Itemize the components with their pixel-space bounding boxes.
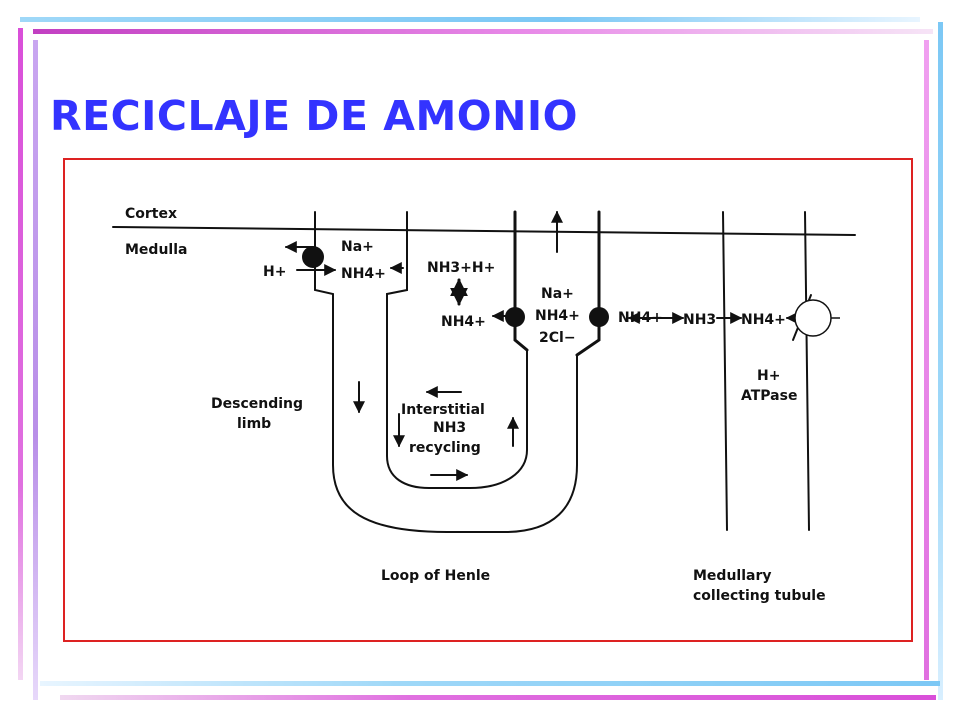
label-nh4-cd: NH4+: [741, 312, 786, 328]
label-h-atpase-2: ATPase: [741, 388, 797, 404]
label-2cl-tal: 2Cl−: [539, 330, 576, 346]
collecting-tubule-left-wall: [722, 211, 728, 531]
right-bar-pink: [924, 40, 929, 680]
label-nh3-interstitial: NH3: [683, 312, 716, 328]
label-na-plus-tal: Na+: [541, 286, 574, 302]
label-h-plus-left: H+: [263, 264, 286, 280]
na-h-exchanger: [302, 246, 324, 268]
ascending-limb-left-wall: [513, 210, 529, 352]
cortex-medulla-line: [112, 226, 856, 236]
left-bar-lilac: [33, 40, 38, 700]
label-collecting-1: Medullary: [693, 568, 772, 584]
label-cortex: Cortex: [125, 206, 177, 222]
ascending-limb-right-wall: [575, 210, 601, 357]
label-interstitial-3: recycling: [409, 440, 481, 456]
descending-limb-inner-wall: [386, 211, 528, 489]
figure-frame: Cortex Medulla Na+ H+ NH4+ NH3+H+ NH4+ N…: [63, 158, 913, 642]
h-atpase-pump: [794, 299, 832, 337]
label-collecting-2: collecting tubule: [693, 588, 826, 604]
label-interstitial-2: NH3: [433, 420, 466, 436]
top-bar-blue: [20, 17, 920, 22]
ammonium-recycling-diagram: Cortex Medulla Na+ H+ NH4+ NH3+H+ NH4+ N…: [112, 206, 856, 604]
label-medulla: Medulla: [125, 242, 187, 258]
label-nh4-mid: NH4+: [441, 314, 486, 330]
descending-limb-outer-wall: [314, 211, 578, 533]
label-nh4-top: NH4+: [341, 266, 386, 282]
label-nh3-h: NH3+H+: [427, 260, 495, 276]
label-nh4-tal: NH4+: [535, 308, 580, 324]
label-interstitial-1: Interstitial: [401, 402, 485, 418]
nkcc2-right: [589, 307, 609, 327]
label-descending-1: Descending: [211, 396, 303, 412]
nkcc2-left: [505, 307, 525, 327]
label-h-atpase-1: H+: [757, 368, 780, 384]
label-nh4-exit: NH4+: [618, 310, 663, 326]
slide-title: RECICLAJE DE AMONIO: [50, 92, 579, 140]
bottom-bar-magenta: [60, 695, 936, 700]
top-bar-magenta: [33, 29, 933, 34]
label-descending-2: limb: [237, 416, 271, 432]
bottom-bar-blue: [40, 681, 940, 686]
right-bar-blue: [938, 22, 943, 700]
left-bar-magenta: [18, 28, 23, 680]
label-na-plus-top: Na+: [341, 239, 374, 255]
collecting-tubule-right-wall: [804, 211, 810, 531]
label-loop-of-henle: Loop of Henle: [381, 568, 490, 584]
